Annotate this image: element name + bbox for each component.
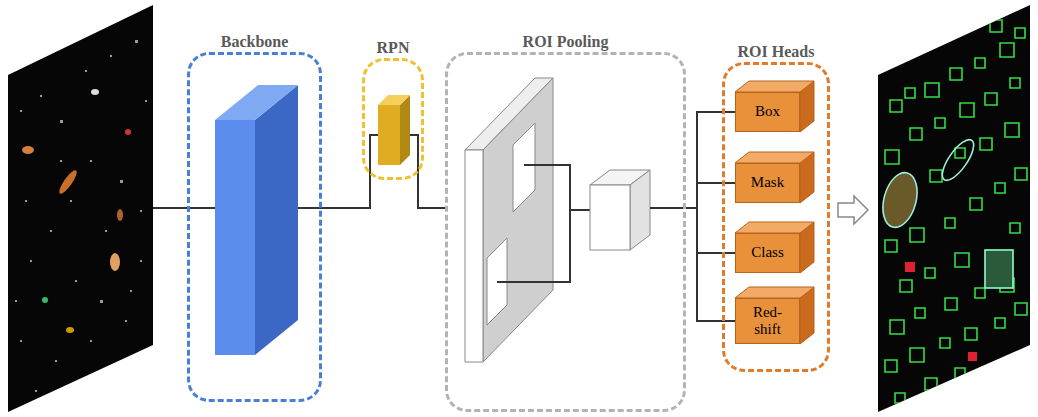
wire [153,207,215,209]
head-box: Class [735,233,800,273]
input-image [8,5,153,412]
head-box-top [735,81,814,92]
galaxy [91,89,99,95]
pooled-cube [590,185,630,250]
rpn-block [378,105,400,165]
feature-map-edge [465,150,483,362]
wire [410,135,418,180]
galaxy-detection [877,169,922,231]
connector [686,208,735,321]
output-image [878,5,1030,412]
output-arrow [838,196,868,224]
backbone-block [215,120,255,355]
head-box: Red- shift [735,298,800,344]
head-box-top [735,152,814,163]
stage-group: ROI Pooling [445,52,686,412]
galaxy [22,146,34,154]
backbone-block-top [215,85,298,120]
wire [497,210,570,282]
head-box-top [735,287,814,298]
head-label: Class [751,244,784,261]
red-detection [968,352,977,361]
stage-heading: ROI Heads [738,43,815,61]
backbone-block-side [255,85,298,355]
galaxy [42,297,48,303]
red-detection [905,262,915,272]
galaxy [66,327,74,333]
stage-group: ROI HeadsBoxMaskClassRed- shift [722,62,830,372]
roi-window [513,123,535,212]
stage-group: Backbone [187,52,322,402]
stage-heading: Backbone [221,33,289,51]
stage-heading: ROI Pooling [523,33,609,51]
wire [370,135,378,180]
head-box: Mask [735,163,800,203]
galaxy [117,209,123,221]
wire [650,207,686,209]
connector [322,180,370,208]
wire [524,165,590,210]
output-detections [877,20,1027,403]
head-label: Mask [751,174,784,191]
input-sky [15,40,147,392]
galaxy-detection [937,135,979,185]
rpn-block-top [378,95,410,105]
rpn-block-side [400,95,410,165]
head-box: Box [735,92,800,132]
connector [686,112,735,208]
head-label: Red- shift [740,304,795,339]
galaxy-detection [985,250,1013,288]
pooled-cube-side [630,170,650,250]
feature-map [483,78,553,362]
galaxy [57,168,80,196]
stage-group: RPN [362,58,424,180]
stage-heading: RPN [377,39,410,57]
connector [686,208,735,253]
head-box-top [735,222,814,233]
galaxy [110,253,120,271]
head-label: Box [755,103,780,120]
connector [418,180,445,208]
star-field [15,40,147,392]
wire [298,207,322,209]
connector [686,183,735,208]
galaxy [125,129,131,135]
